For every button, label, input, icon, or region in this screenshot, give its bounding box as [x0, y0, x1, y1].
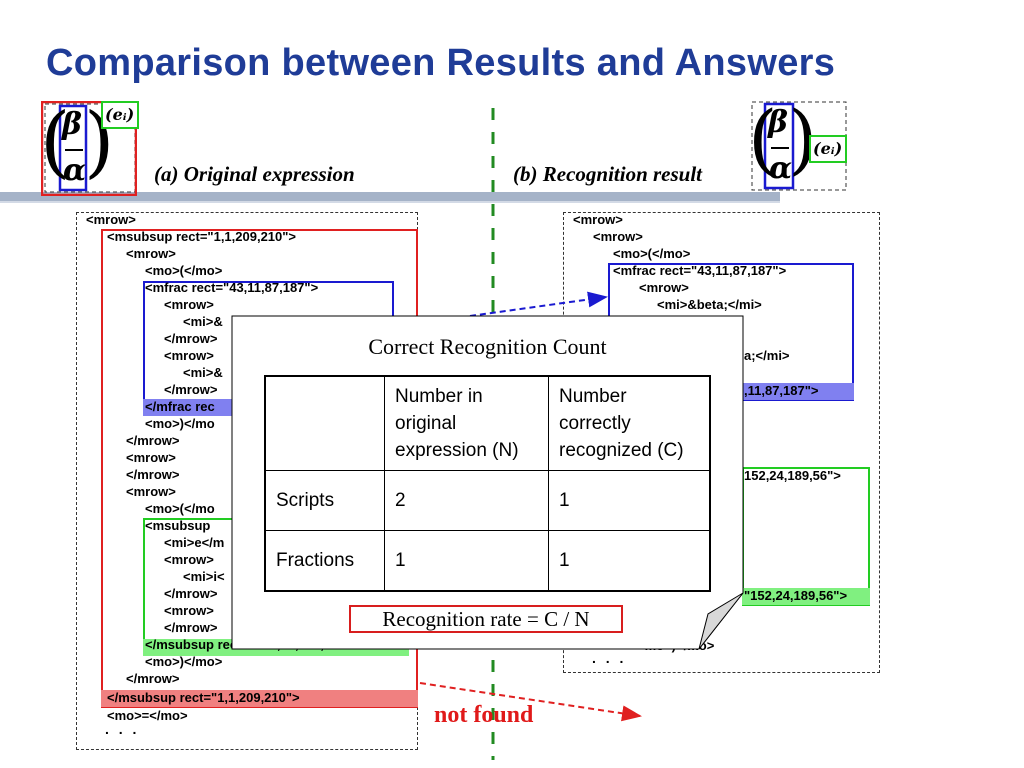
original-script-box: (eᵢ)	[101, 101, 139, 129]
table-cell: 1	[548, 530, 711, 592]
left-code-line: <mrow>	[126, 484, 176, 499]
denominator-alpha: α	[63, 153, 87, 188]
note-card-fold	[698, 592, 744, 650]
table-cell: 1	[384, 530, 549, 592]
left-code-line: </mrow>	[164, 586, 218, 601]
left-code-line: <mrow>	[164, 348, 214, 363]
right-code-line: <mrow>	[639, 280, 689, 295]
left-code-line: <mfrac rect="43,11,87,187">	[145, 280, 319, 295]
right-code-line: <mo>(</mo>	[613, 246, 691, 261]
right-code-line: ,11,87,187">	[744, 383, 819, 398]
left-code-line: </mrow>	[164, 331, 218, 346]
left-code-line: </mrow>	[164, 382, 218, 397]
table-header-row: Number in original expression (N) Number…	[264, 375, 711, 471]
left-code-line: </msubsup rect="1,1,209,210">	[107, 690, 300, 705]
expr-red-box	[41, 101, 137, 196]
left-code-line: </mrow>	[126, 467, 180, 482]
left-code-line: </mfrac rec	[145, 399, 215, 414]
right-code-line: <mrow>	[573, 212, 623, 227]
left-paren: (	[40, 97, 71, 187]
not-found-label: not found	[434, 702, 534, 728]
table-header-cell: Number correctly recognized (C)	[548, 375, 711, 471]
title-band	[0, 192, 780, 201]
fraction-bar	[65, 149, 83, 151]
right-blue-footer	[742, 383, 854, 400]
left-red-footer	[101, 690, 418, 707]
recognition-count-table: Number in original expression (N) Number…	[264, 375, 711, 592]
left-code-line: <mi>e</m	[164, 535, 225, 550]
expr-blue-box	[58, 104, 88, 192]
recognized-fraction-bar	[771, 147, 789, 149]
recognized-blue-box	[763, 102, 795, 190]
numerator-beta: β	[62, 107, 82, 142]
blue-match-arrow	[469, 291, 608, 317]
recognized-script: (eᵢ)	[813, 139, 843, 158]
left-code-line: <msubsup rect="1,1,209,210">	[107, 229, 297, 244]
left-code-line: <mo>(</mo>	[145, 263, 223, 278]
table-row: Fractions 1 1	[264, 530, 711, 592]
left-code-ellipsis: . . .	[105, 721, 140, 737]
note-title: Correct Recognition Count	[368, 334, 607, 359]
table-cell: Scripts	[264, 470, 385, 531]
right-code-line: <mrow>	[593, 229, 643, 244]
left-code-line: <mrow>	[164, 603, 214, 618]
table-cell: 2	[384, 470, 549, 531]
title-band-shadow	[0, 201, 780, 203]
right-code-line: <mfrac rect="43,11,87,187">	[613, 263, 787, 278]
table-row: Scripts 2 1	[264, 470, 711, 531]
right-code-line: <mi>&beta;</mi>	[657, 297, 762, 312]
table-header-cell: Number in original expression (N)	[384, 375, 549, 471]
left-code-line: <mo>)</mo	[145, 416, 215, 431]
left-code-line: <mo>)</mo>	[145, 654, 223, 669]
recognized-expression-boxes	[751, 101, 847, 191]
caption-recognized: (b) Recognition result	[513, 162, 703, 186]
table-header-cell	[264, 375, 385, 471]
red-not-found-arrow	[419, 682, 642, 722]
left-code-line: <mi>i<	[183, 569, 225, 584]
left-code-line: <mrow>	[126, 246, 176, 261]
left-code-line: <mo>(</mo	[145, 501, 215, 516]
recognition-rate-formula: Recognition rate = C / N	[349, 605, 623, 633]
recognized-numerator-beta: β	[768, 105, 788, 140]
table-cell: Fractions	[264, 530, 385, 592]
caption-original: (a) Original expression	[154, 162, 355, 186]
original-script: (eᵢ)	[105, 105, 135, 124]
right-code-line: 152,24,189,56">	[744, 468, 841, 483]
original-expression: ( β α )	[40, 97, 137, 196]
left-code-line: <mrow>	[86, 212, 136, 227]
recognized-denominator-alpha: α	[769, 151, 793, 186]
left-code-line: </mrow>	[126, 433, 180, 448]
left-code-line: <mi>&	[183, 314, 223, 329]
right-code-line: a;</mi>	[744, 348, 790, 363]
left-code-line: <mrow>	[126, 450, 176, 465]
slide-title: Comparison between Results and Answers	[46, 42, 836, 84]
right-code-line: "152,24,189,56">	[744, 588, 848, 603]
left-code-line: </mrow>	[126, 671, 180, 686]
recognized-left-paren: (	[748, 94, 778, 183]
table-cell: 1	[548, 470, 711, 531]
left-code-line: <mrow>	[164, 297, 214, 312]
left-code-line: </mrow>	[164, 620, 218, 635]
left-code-line: <mi>&	[183, 365, 223, 380]
right-green-footer	[742, 588, 870, 605]
left-code-line: <msubsup	[145, 518, 211, 533]
right-code-ellipsis: . . .	[592, 650, 627, 666]
left-code-line: <mrow>	[164, 552, 214, 567]
original-expression-boxes	[41, 101, 137, 196]
recognized-script-box: (eᵢ)	[809, 135, 847, 163]
left-code-line: <mo>=</mo>	[107, 708, 188, 723]
